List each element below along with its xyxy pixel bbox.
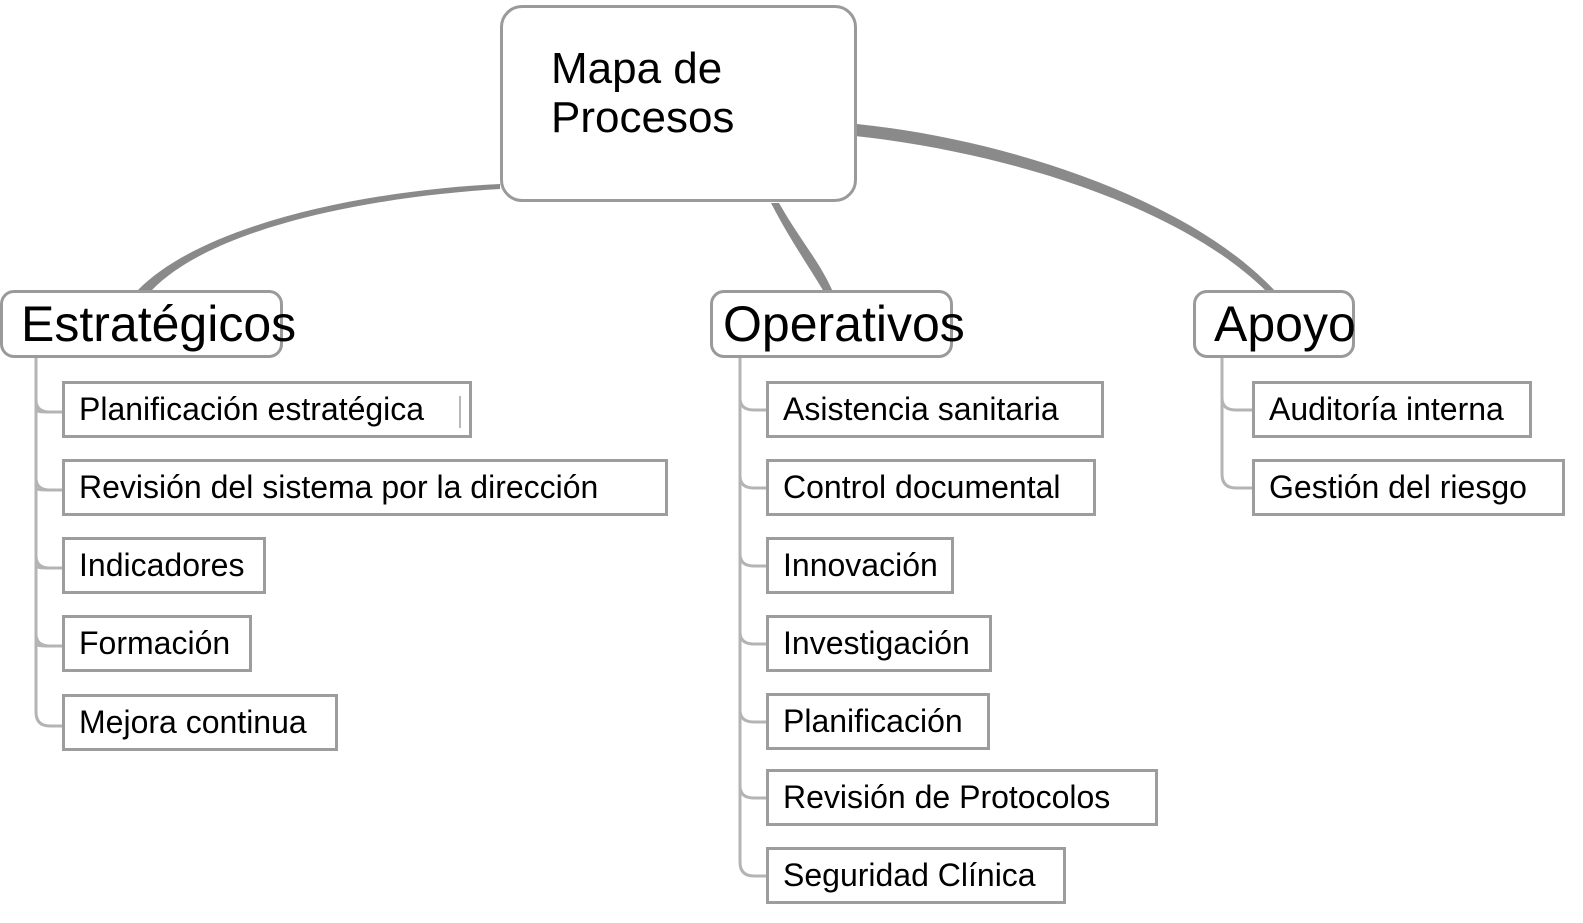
leaf-label: Control documental: [783, 469, 1061, 505]
leaf-node[interactable]: Control documental: [766, 459, 1096, 516]
leaf-label: Indicadores: [79, 547, 245, 583]
leaf-label: Asistencia sanitaria: [783, 391, 1059, 427]
leaf-label: Gestión del riesgo: [1269, 469, 1527, 505]
root-label-line2: Procesos: [551, 93, 735, 143]
category-node-operativos[interactable]: Operativos: [710, 290, 965, 358]
leaf-label: Planificación: [783, 703, 963, 739]
category-label-apoyo: Apoyo: [1214, 296, 1356, 352]
leaf-label: Mejora continua: [79, 704, 307, 740]
category-node-apoyo[interactable]: Apoyo: [1193, 290, 1356, 358]
leaf-label: Planificación estratégica: [79, 391, 425, 427]
leaf-node[interactable]: Innovación: [766, 537, 954, 594]
leaf-node[interactable]: Mejora continua: [62, 694, 338, 751]
root-label-line1: Mapa de: [551, 44, 723, 93]
category-label-operativos: Operativos: [723, 296, 965, 352]
edges-estrategicos: [34, 358, 62, 728]
leaf-node[interactable]: Investigación: [766, 615, 992, 672]
edges-operativos: [738, 358, 766, 878]
edge-root-to-apoyo: [855, 124, 1275, 291]
leaf-label: Revisión del sistema por la dirección: [79, 469, 599, 505]
leaf-node[interactable]: Revisión de Protocolos: [766, 769, 1158, 826]
leaf-node[interactable]: Revisión del sistema por la dirección: [62, 459, 668, 516]
leaf-label: Innovación: [783, 547, 938, 583]
leaf-node[interactable]: Asistencia sanitaria: [766, 381, 1104, 438]
category-label-estrategicos: Estratégicos: [21, 296, 297, 352]
leaf-label: Formación: [79, 625, 231, 661]
leaf-label: Revisión de Protocolos: [783, 779, 1111, 815]
leaf-node[interactable]: Planificación: [766, 693, 990, 750]
text-caret: [459, 396, 461, 428]
leaf-node[interactable]: Seguridad Clínica: [766, 847, 1066, 904]
leaf-node[interactable]: Formación: [62, 615, 252, 672]
category-node-estrategicos[interactable]: Estratégicos: [0, 290, 296, 358]
leaf-node[interactable]: Planificación estratégica: [62, 381, 472, 438]
leaf-label: Seguridad Clínica: [783, 857, 1036, 893]
leaf-label: Investigación: [783, 625, 970, 661]
edge-root-to-operativos: [771, 203, 833, 292]
leaf-label: Auditoría interna: [1269, 391, 1504, 427]
edge-root-to-estrategicos: [138, 184, 500, 290]
leaf-node[interactable]: Gestión del riesgo: [1252, 459, 1565, 516]
root-node[interactable]: Mapa de Procesos: [500, 5, 857, 202]
leaf-node[interactable]: Indicadores: [62, 537, 266, 594]
edges-apoyo: [1220, 358, 1252, 490]
leaf-node[interactable]: Auditoría interna: [1252, 381, 1532, 438]
